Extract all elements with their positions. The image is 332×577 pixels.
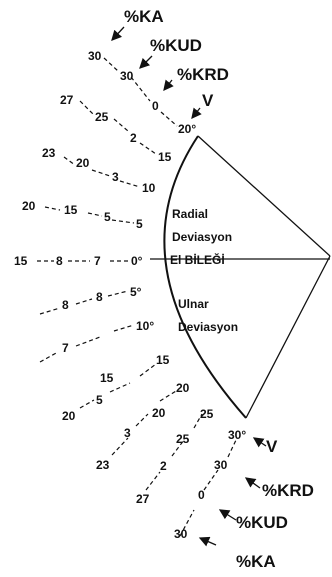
- krd-top-value: 3: [112, 170, 119, 184]
- header-v-top: V: [202, 91, 214, 110]
- ka-top-value: 20: [22, 199, 36, 213]
- arrow-kud-top: [139, 55, 153, 69]
- header-ka-bottom: %KA: [236, 552, 276, 571]
- ka-top-value: 23: [42, 146, 56, 160]
- v-top-value: 5: [136, 217, 143, 231]
- ulnar-label-line1: Ulnar: [178, 297, 209, 311]
- wrist-label: El BİLEĞİ: [170, 252, 225, 267]
- ka-bottom-value: 7: [62, 341, 69, 355]
- ka-bottom-value: 27: [136, 492, 150, 506]
- ulnar-label-line2: Deviasyon: [178, 320, 238, 334]
- header-ka-top: %KA: [124, 7, 164, 26]
- wedge-lower-edge: [245, 255, 331, 419]
- header-v-bottom: V: [266, 437, 278, 456]
- bottom-ray-connectors: [39, 290, 237, 537]
- wedge-upper-edge: [197, 135, 331, 257]
- top-scale-labels: 30 27 23 20 15 30 25 20 15 8 0 2 3 5 7 2…: [14, 49, 196, 268]
- v-bottom-value: 20: [176, 381, 190, 395]
- ka-top-value: 30: [88, 49, 102, 63]
- bottom-scale-labels: 5° 10° 15 20 25 30° 8 15 20 25 30 8 5 3 …: [62, 285, 246, 541]
- kud-top-value: 8: [56, 254, 63, 268]
- v-bottom-value: 25: [200, 407, 214, 421]
- v-top-value: 20°: [178, 122, 196, 136]
- krd-top-value: 2: [130, 131, 137, 145]
- krd-bottom-value: 15: [100, 371, 114, 385]
- ka-top-value: 27: [60, 93, 74, 107]
- arrow-krd-bottom: [244, 477, 261, 489]
- krd-top-value: 0: [152, 99, 159, 113]
- kud-top-value: 30: [120, 69, 134, 83]
- v-top-value: 10: [142, 181, 156, 195]
- header-krd-top: %KRD: [177, 65, 229, 84]
- arrow-v-top: [191, 107, 202, 120]
- ka-bottom-value: 30: [174, 527, 188, 541]
- arrow-ka-bottom: [198, 536, 217, 547]
- measurement-arc: [163, 135, 247, 419]
- radial-label-line1: Radial: [172, 207, 208, 221]
- ka-bottom-value: 20: [62, 409, 76, 423]
- v-bottom-value: 15: [156, 353, 170, 367]
- v-bottom-value: 30°: [228, 428, 246, 442]
- kud-bottom-value: 3: [124, 426, 131, 440]
- header-kud-bottom: %KUD: [236, 513, 288, 532]
- arrow-v-bottom: [252, 437, 267, 448]
- krd-top-value: 7: [94, 254, 101, 268]
- krd-bottom-value: 25: [176, 432, 190, 446]
- krd-bottom-value: 30: [214, 458, 228, 472]
- kud-bottom-value: 5: [96, 393, 103, 407]
- arrow-kud-bottom: [218, 509, 237, 521]
- kud-top-value: 15: [64, 203, 78, 217]
- v-bottom-value: 10°: [136, 319, 154, 333]
- kud-top-value: 25: [95, 110, 109, 124]
- kud-bottom-value: 0: [198, 488, 205, 502]
- krd-top-value: 5: [104, 210, 111, 224]
- arrow-krd-top: [163, 79, 174, 92]
- krd-bottom-value: 20: [152, 406, 166, 420]
- v-top-value: 0°: [131, 254, 143, 268]
- kud-top-value: 20: [76, 156, 90, 170]
- kud-bottom-value: 8: [62, 298, 69, 312]
- header-krd-bottom: %KRD: [262, 481, 314, 500]
- radial-label-line2: Deviasyon: [172, 230, 232, 244]
- kud-bottom-value: 2: [160, 459, 167, 473]
- top-ray-connectors: [37, 57, 178, 262]
- krd-bottom-value: 8: [96, 290, 103, 304]
- arrow-ka-top: [111, 26, 125, 41]
- ka-top-value: 15: [14, 254, 28, 268]
- v-top-value: 15: [158, 150, 172, 164]
- v-bottom-value: 5°: [130, 285, 142, 299]
- header-kud-top: %KUD: [150, 36, 202, 55]
- ka-bottom-value: 23: [96, 458, 110, 472]
